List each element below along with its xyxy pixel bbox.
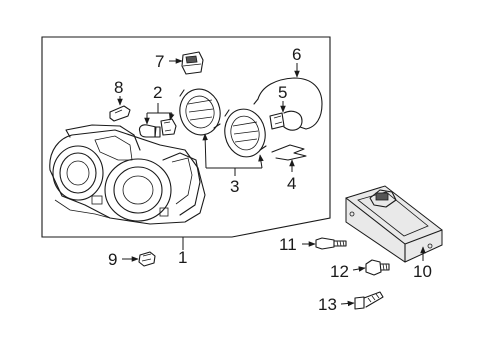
callout-10: 10 (413, 262, 432, 281)
socket-connector (181, 51, 204, 75)
headlamp-housing (49, 124, 206, 225)
callout-2: 2 (153, 83, 162, 102)
callout-13: 13 (318, 295, 337, 314)
callout-1: 1 (178, 248, 187, 267)
leader-lines (117, 58, 426, 307)
callout-7: 7 (155, 52, 164, 71)
assembly-frame (41, 36, 331, 238)
headlamp-bulb (269, 110, 303, 131)
ballast-control-module (345, 185, 443, 263)
bulb-and-socket (138, 118, 177, 138)
callout-12: 12 (330, 262, 349, 281)
park-lamp-bulb (138, 251, 156, 267)
access-cover-left (179, 88, 221, 136)
callout-8: 8 (114, 78, 123, 97)
callout-6: 6 (292, 45, 301, 64)
side-marker-bulb (109, 105, 131, 122)
callout-11: 11 (279, 235, 297, 254)
callout-3: 3 (230, 177, 239, 196)
bolt-12 (365, 259, 390, 276)
bolt-13 (354, 291, 384, 310)
access-cover-right (224, 108, 267, 158)
spring-clip (271, 144, 307, 161)
callout-4: 4 (287, 174, 296, 193)
wire-retainer-clip (253, 77, 323, 130)
bolt-11 (315, 237, 347, 250)
callout-9: 9 (108, 250, 117, 269)
callout-5: 5 (278, 83, 287, 102)
